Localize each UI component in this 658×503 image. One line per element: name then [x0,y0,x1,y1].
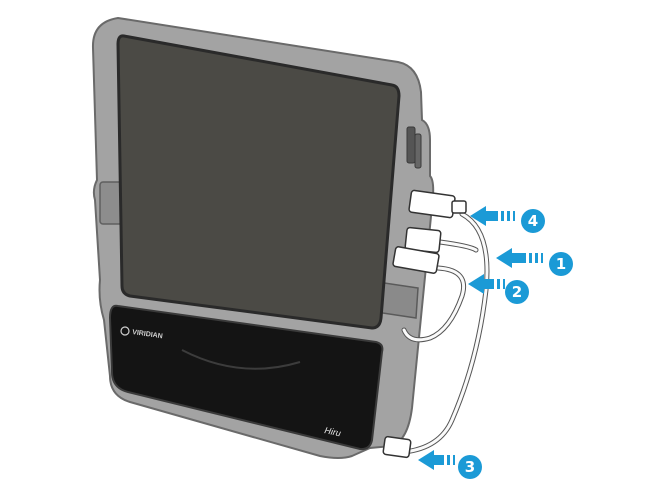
callout-number: 1 [556,255,566,273]
callout-number: 3 [465,458,475,476]
connector-4-tip [451,200,467,214]
callout-badge [521,209,545,233]
side-button [414,133,422,169]
brand-logo-icon [120,326,130,336]
connector-3-plug [382,435,412,459]
model-label: Hiru [324,425,342,438]
connector-2-plug [392,246,440,274]
callout-number: 2 [512,283,522,301]
arrow-left-icon [418,450,455,470]
callout-2: 2 [468,274,529,304]
callout-badge [505,280,529,304]
callout-number: 4 [528,212,538,230]
tablet-screen [116,34,401,330]
callout-badge [458,455,482,479]
brand-label: VIRIDIAN [132,329,163,340]
tablet-base: VIRIDIAN Hiru [108,304,384,451]
arrow-left-icon [468,274,505,294]
connectors [382,189,467,459]
callout-1: 1 [496,248,573,276]
callout-3: 3 [418,450,482,479]
cables [401,211,490,455]
arrow-left-icon [496,248,543,268]
left-case-tab [99,181,123,225]
side-button [406,126,416,164]
callout-badge [549,252,573,276]
callout-4: 4 [470,206,545,233]
arrow-left-icon [470,206,515,226]
